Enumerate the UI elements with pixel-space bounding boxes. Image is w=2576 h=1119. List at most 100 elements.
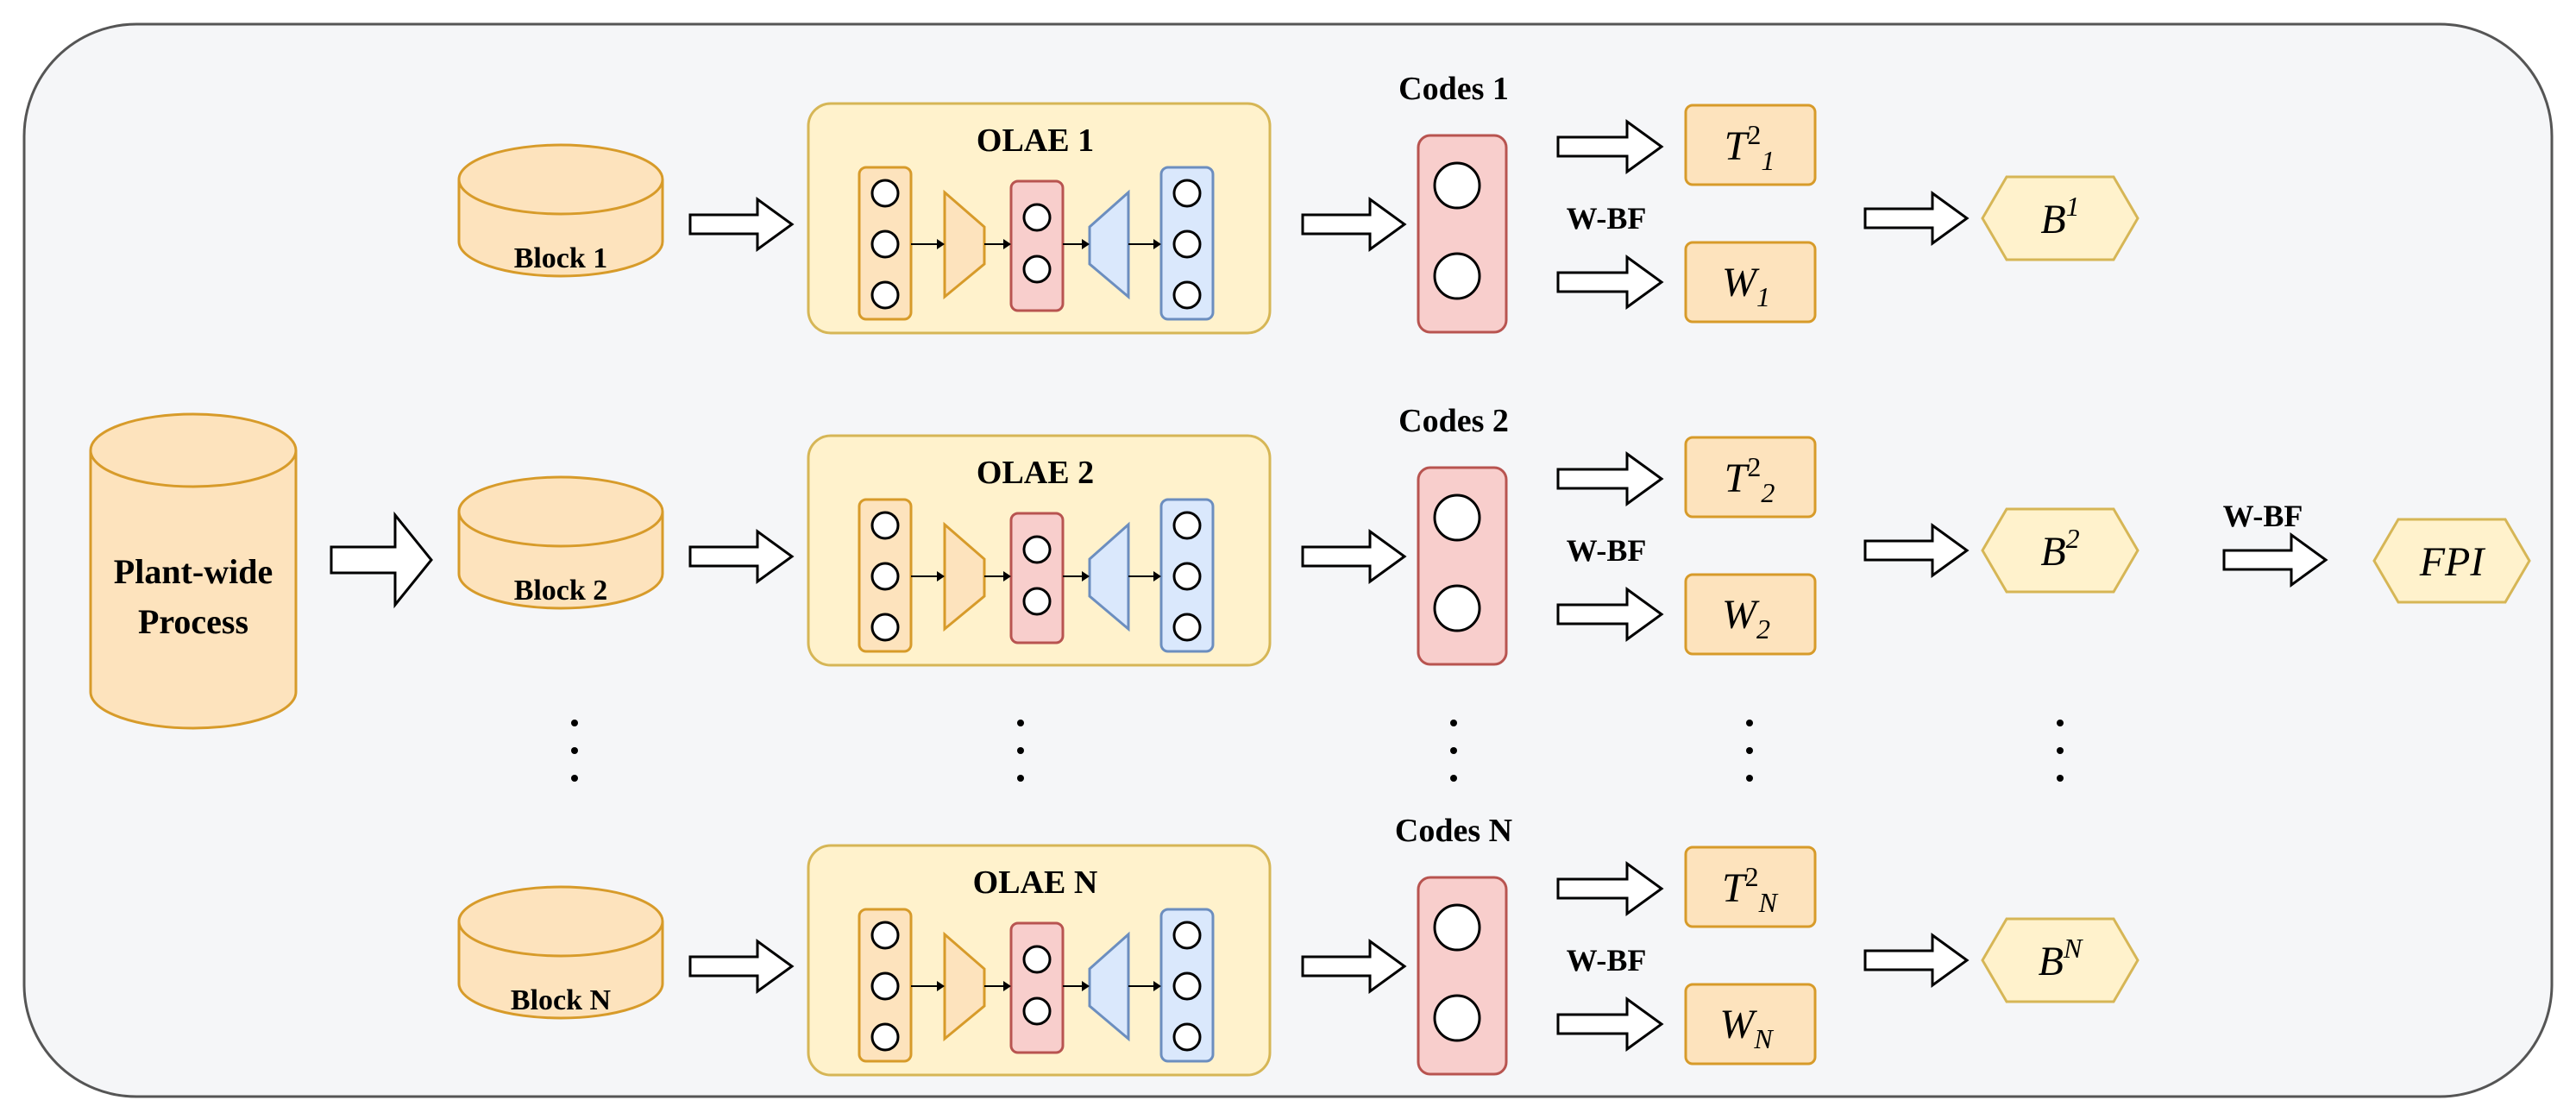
t2-base: T	[1722, 865, 1748, 911]
output-neuron	[1172, 613, 1202, 642]
block-cylinder-3	[457, 885, 664, 1020]
olae-title: OLAE 2	[977, 455, 1094, 491]
ellipsis-dot	[1017, 720, 1024, 726]
output-neuron	[1172, 229, 1202, 259]
hidden-neuron	[1022, 945, 1052, 974]
b-base: B	[2040, 197, 2065, 242]
output-neuron	[1172, 921, 1202, 950]
wbf-to-b-arrow	[1863, 191, 1970, 246]
block-label: Block 1	[514, 242, 608, 274]
ellipsis-dot	[1450, 747, 1457, 754]
ellipsis-dot	[1450, 720, 1457, 726]
block-cylinder-3-top	[457, 885, 664, 958]
w-statistic-box	[1684, 241, 1817, 324]
hidden-layer	[1009, 512, 1065, 644]
encoder-trapezoid	[943, 189, 986, 300]
block-cylinder-1	[457, 143, 664, 278]
decoder-trapezoid	[1088, 521, 1130, 632]
decoder-trapezoid	[1088, 931, 1130, 1042]
b-statistic-hexagon	[1981, 175, 2139, 261]
b-statistic-label: B2	[2040, 523, 2079, 575]
connector-arrowhead	[937, 571, 945, 582]
w-base: W	[1719, 1002, 1757, 1047]
t2-statistic-box	[1684, 436, 1817, 519]
codes-to-w-arrow	[1556, 996, 1664, 1052]
t2-statistic-label: T22	[1725, 451, 1775, 508]
hidden-neuron	[1022, 535, 1052, 564]
ellipsis-b	[2057, 720, 2064, 782]
w-statistic-label: W2	[1722, 592, 1770, 644]
connector-arrowhead	[937, 981, 945, 991]
wbf-to-b-arrow	[1863, 523, 1970, 578]
plant-wide-process-cylinder	[89, 412, 298, 730]
plant-wide-label: Plant-wide	[114, 552, 273, 591]
b-sup: 2	[2066, 523, 2080, 554]
w-base: W	[1722, 592, 1760, 638]
w-statistic-box	[1684, 983, 1817, 1066]
olae-to-codes-arrow	[1301, 197, 1407, 252]
b-statistic-hexagon	[1981, 507, 2139, 594]
b-statistic-label: BN	[2039, 933, 2083, 984]
b-statistic-hexagon	[1981, 917, 2139, 1003]
connector-arrowhead	[1153, 571, 1161, 582]
codes-to-w-arrow	[1556, 587, 1664, 642]
connector-arrowhead	[1153, 239, 1161, 249]
block-to-olae-arrow	[688, 939, 795, 994]
t2-sup: 2	[1745, 861, 1759, 892]
t2-statistic-label: T21	[1725, 119, 1775, 176]
ellipsis-dot	[1746, 747, 1753, 754]
ellipsis-dot	[2057, 720, 2064, 726]
plant-wide-process-cylinder-top	[89, 412, 298, 488]
codes-to-t2-arrow	[1556, 861, 1664, 916]
ellipsis-dot	[2057, 747, 2064, 754]
ellipsis-dot	[1746, 775, 1753, 782]
w-sub: 1	[1756, 281, 1770, 312]
ellipsis-dot	[1450, 775, 1457, 782]
input-neuron	[870, 179, 900, 208]
b-base: B	[2039, 939, 2064, 984]
t2-base: T	[1725, 456, 1750, 501]
code-neuron	[1433, 161, 1481, 210]
ellipsis-dot	[571, 775, 578, 782]
ellipsis-olae	[1017, 720, 1024, 782]
ellipsis-blocks	[571, 720, 578, 782]
code-neuron	[1433, 252, 1481, 300]
ellipsis-codes	[1450, 720, 1457, 782]
b-statistic-label: B1	[2040, 191, 2079, 242]
ellipsis-dot	[571, 720, 578, 726]
block-to-olae-arrow	[688, 529, 795, 584]
input-neuron	[870, 1022, 900, 1052]
b-sup: N	[2063, 933, 2083, 964]
w-statistic-label: WN	[1719, 1002, 1774, 1054]
codes-label: Codes 1	[1398, 71, 1509, 107]
t2-statistic-label: T2N	[1722, 861, 1779, 918]
connector-arrowhead	[1003, 981, 1011, 991]
input-neuron	[870, 971, 900, 1001]
ellipsis-dot	[1017, 747, 1024, 754]
input-neuron	[870, 613, 900, 642]
input-neuron	[870, 229, 900, 259]
connector-arrowhead	[1082, 239, 1090, 249]
input-neuron	[870, 921, 900, 950]
w-sub: N	[1753, 1023, 1774, 1054]
w-statistic-label: W1	[1722, 260, 1770, 312]
output-neuron	[1172, 179, 1202, 208]
olae-to-codes-arrow	[1301, 529, 1407, 584]
hidden-layer	[1009, 921, 1065, 1054]
hidden-neuron	[1022, 255, 1052, 284]
ellipsis-dot	[2057, 775, 2064, 782]
code-neuron	[1433, 493, 1481, 542]
t2-sup: 2	[1747, 119, 1761, 150]
codes-to-t2-arrow	[1556, 451, 1664, 506]
connector-arrowhead	[1153, 981, 1161, 991]
source-to-blocks-arrow	[330, 511, 433, 609]
plant-wide-process-cylinder-body	[89, 450, 298, 730]
process-label: Process	[138, 602, 248, 641]
b-to-fpi-arrow	[2222, 532, 2328, 588]
codes-label: Codes 2	[1398, 403, 1509, 439]
olae-title: OLAE 1	[977, 123, 1094, 159]
decoder-trapezoid	[1088, 189, 1130, 300]
w-base: W	[1722, 260, 1760, 305]
hidden-neuron	[1022, 996, 1052, 1026]
